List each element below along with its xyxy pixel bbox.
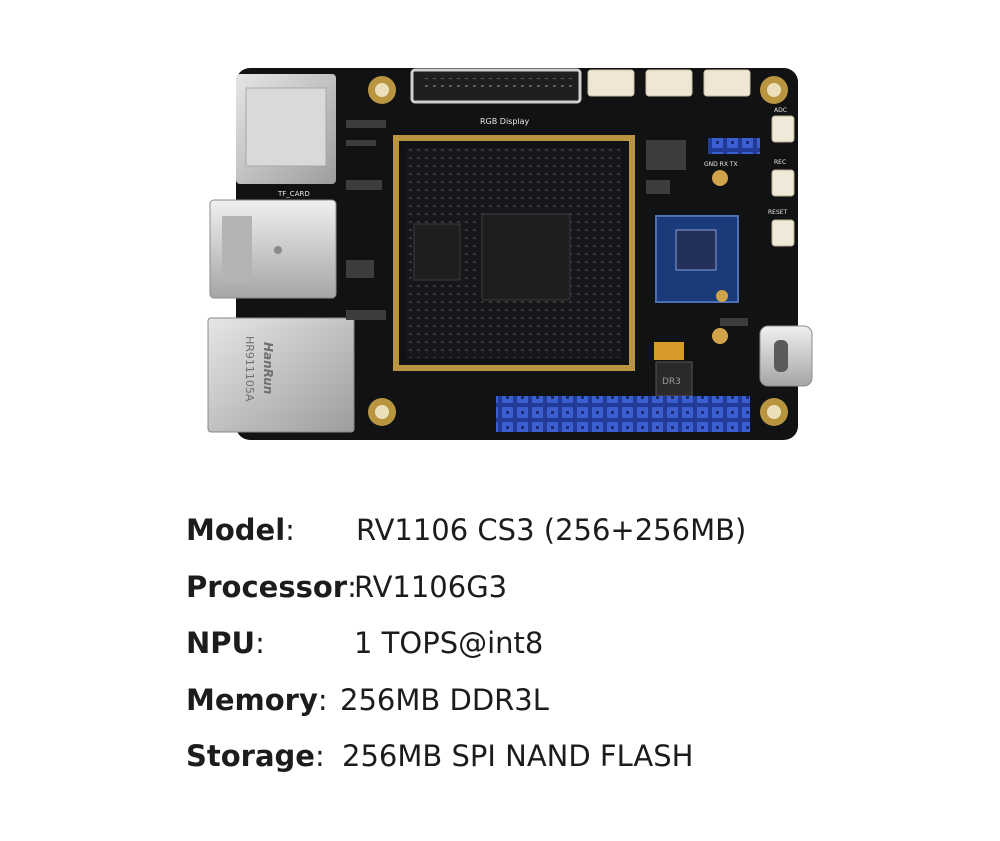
- spec-row-model: Model: RV1106 CS3 (256+256MB): [186, 513, 746, 547]
- spec-key: Processor: [186, 570, 348, 604]
- capacitors: [712, 170, 728, 344]
- spec-value: 256MB SPI NAND FLASH: [342, 739, 694, 773]
- mounting-holes: [368, 76, 788, 426]
- flash-chip: [413, 223, 461, 281]
- silk-rec: REC: [774, 159, 786, 166]
- spec-colon: :: [314, 739, 325, 773]
- silk-rj45-part: HR911105A: [243, 336, 256, 402]
- silk-rgb-display: RGB Display: [480, 117, 530, 126]
- spec-key: Memory: [186, 683, 318, 717]
- uart-header: [708, 138, 760, 154]
- spec-key: NPU: [186, 626, 256, 660]
- silk-reset: RESET: [768, 209, 788, 216]
- ethernet-port: [207, 317, 355, 433]
- gpio-header: [496, 396, 750, 432]
- spec-value: RV1106 CS3 (256+256MB): [356, 513, 747, 547]
- spec-row-memory: Memory: 256MB DDR3L: [186, 683, 549, 717]
- inductor: [655, 361, 693, 397]
- spec-value: RV1106G3: [354, 570, 508, 604]
- soc-chip: [481, 213, 571, 301]
- tactile-buttons: [771, 115, 795, 247]
- spec-colon: :: [317, 683, 328, 717]
- board-photo: RGB Display TF_CARD HanRun HR911105A GND…: [207, 68, 813, 440]
- spec-key: Model: [186, 513, 286, 547]
- silk-adc: ADC: [774, 107, 787, 114]
- spec-value: 256MB DDR3L: [340, 683, 549, 717]
- spec-colon: :: [255, 626, 265, 660]
- silk-chip-mark: DR3: [662, 377, 681, 387]
- silk-uart: GND RX TX: [704, 161, 738, 168]
- spec-row-npu: NPU: 1 TOPS@int8: [186, 626, 543, 660]
- silk-hanrun: HanRun: [261, 342, 275, 394]
- smd-components: [346, 120, 748, 326]
- silk-tf-card: TF_CARD: [277, 190, 310, 198]
- spec-key: Storage: [186, 739, 315, 773]
- soc-outline: [393, 135, 635, 371]
- spec-row-storage: Storage: 256MB SPI NAND FLASH: [186, 739, 693, 773]
- spec-colon: :: [347, 570, 357, 604]
- spec-colon: :: [285, 513, 295, 547]
- spec-value: 1 TOPS@int8: [354, 626, 544, 660]
- jst-connectors: [587, 69, 751, 97]
- spec-row-processor: Processor: RV1106G3: [186, 570, 507, 604]
